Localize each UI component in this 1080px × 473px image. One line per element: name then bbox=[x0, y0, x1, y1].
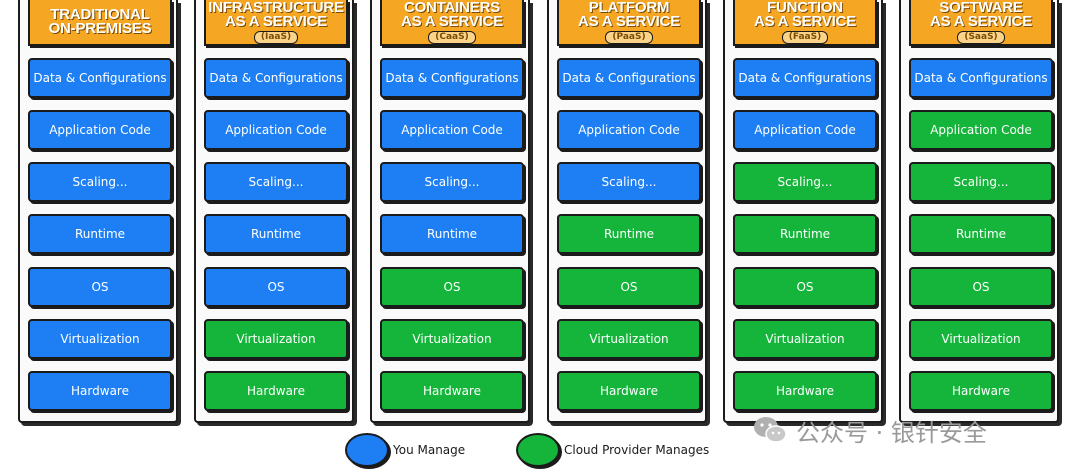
layer-application-code: Application Code bbox=[28, 110, 172, 150]
service-column: INFRASTRUCTURE AS A SERVICE(IaaS) Data & … bbox=[194, 0, 354, 423]
layer-scaling: Scaling... bbox=[28, 162, 172, 202]
layer-os: OS bbox=[909, 267, 1053, 307]
layer-data-configurations: Data & Configurations bbox=[204, 58, 348, 98]
layer-runtime: Runtime bbox=[204, 214, 348, 254]
layer-runtime: Runtime bbox=[733, 214, 877, 254]
column-header: SOFTWARE AS A SERVICE(SaaS) bbox=[909, 0, 1053, 46]
layer-data-configurations: Data & Configurations bbox=[557, 58, 701, 98]
column-title: FUNCTION AS A SERVICE bbox=[753, 0, 857, 30]
column-header: TRADITIONAL ON-PREMISES bbox=[28, 0, 172, 46]
layer-application-code: Application Code bbox=[557, 110, 701, 150]
column-title: SOFTWARE AS A SERVICE bbox=[929, 0, 1033, 30]
legend: You Manage Cloud Provider Manages bbox=[0, 428, 1080, 473]
layer-os: OS bbox=[733, 267, 877, 307]
layer-virtualization: Virtualization bbox=[204, 319, 348, 359]
layer-hardware: Hardware bbox=[28, 371, 172, 411]
column-header: CONTAINERS AS A SERVICE(CaaS) bbox=[380, 0, 524, 46]
layer-virtualization: Virtualization bbox=[28, 319, 172, 359]
layer-scaling: Scaling... bbox=[380, 162, 524, 202]
service-column: PLATFORM AS A SERVICE(PaaS) Data & Config… bbox=[547, 0, 707, 423]
service-column: CONTAINERS AS A SERVICE(CaaS) Data & Conf… bbox=[370, 0, 530, 423]
layer-scaling: Scaling... bbox=[557, 162, 701, 202]
watermark: 公众号 · 银针安全 bbox=[752, 412, 987, 448]
layer-hardware: Hardware bbox=[557, 371, 701, 411]
column-title: PLATFORM AS A SERVICE bbox=[577, 0, 681, 30]
column-header: INFRASTRUCTURE AS A SERVICE(IaaS) bbox=[204, 0, 348, 46]
column-header: PLATFORM AS A SERVICE(PaaS) bbox=[557, 0, 701, 46]
layer-application-code: Application Code bbox=[204, 110, 348, 150]
layer-data-configurations: Data & Configurations bbox=[380, 58, 524, 98]
legend-swatch-you-manage bbox=[345, 433, 389, 467]
layer-hardware: Hardware bbox=[733, 371, 877, 411]
column-header: FUNCTION AS A SERVICE(FaaS) bbox=[733, 0, 877, 46]
column-abbreviation: (FaaS) bbox=[781, 30, 829, 44]
layer-data-configurations: Data & Configurations bbox=[909, 58, 1053, 98]
layer-hardware: Hardware bbox=[204, 371, 348, 411]
layer-data-configurations: Data & Configurations bbox=[733, 58, 877, 98]
layer-data-configurations: Data & Configurations bbox=[28, 58, 172, 98]
layer-scaling: Scaling... bbox=[204, 162, 348, 202]
layer-os: OS bbox=[557, 267, 701, 307]
layer-runtime: Runtime bbox=[380, 214, 524, 254]
layer-virtualization: Virtualization bbox=[380, 319, 524, 359]
layer-os: OS bbox=[28, 267, 172, 307]
column-title: INFRASTRUCTURE AS A SERVICE bbox=[208, 0, 344, 30]
service-column: SOFTWARE AS A SERVICE(SaaS) Data & Config… bbox=[899, 0, 1059, 423]
layer-virtualization: Virtualization bbox=[909, 319, 1053, 359]
column-abbreviation: (CaaS) bbox=[428, 30, 476, 44]
layer-virtualization: Virtualization bbox=[733, 319, 877, 359]
layer-os: OS bbox=[380, 267, 524, 307]
legend-label-you-manage: You Manage bbox=[393, 443, 466, 457]
layer-virtualization: Virtualization bbox=[557, 319, 701, 359]
layer-application-code: Application Code bbox=[909, 110, 1053, 150]
service-column: TRADITIONAL ON-PREMISES Data & Configurat… bbox=[18, 0, 178, 423]
layer-runtime: Runtime bbox=[909, 214, 1053, 254]
service-column: FUNCTION AS A SERVICE(FaaS) Data & Config… bbox=[723, 0, 883, 423]
wechat-icon bbox=[754, 417, 787, 443]
column-abbreviation: (SaaS) bbox=[957, 30, 1005, 44]
legend-label-provider-manages: Cloud Provider Manages bbox=[564, 443, 710, 457]
layer-os: OS bbox=[204, 267, 348, 307]
column-abbreviation: (IaaS) bbox=[253, 30, 299, 44]
legend-swatch-provider-manages bbox=[516, 433, 560, 467]
layer-runtime: Runtime bbox=[557, 214, 701, 254]
layer-scaling: Scaling... bbox=[733, 162, 877, 202]
watermark-text: 公众号 · 银针安全 bbox=[796, 418, 987, 447]
column-abbreviation: (PaaS) bbox=[605, 30, 653, 44]
layer-application-code: Application Code bbox=[733, 110, 877, 150]
column-title: CONTAINERS AS A SERVICE bbox=[400, 0, 504, 30]
column-title: TRADITIONAL ON-PREMISES bbox=[48, 6, 152, 37]
layer-application-code: Application Code bbox=[380, 110, 524, 150]
layer-hardware: Hardware bbox=[380, 371, 524, 411]
layer-hardware: Hardware bbox=[909, 371, 1053, 411]
layer-scaling: Scaling... bbox=[909, 162, 1053, 202]
layer-runtime: Runtime bbox=[28, 214, 172, 254]
